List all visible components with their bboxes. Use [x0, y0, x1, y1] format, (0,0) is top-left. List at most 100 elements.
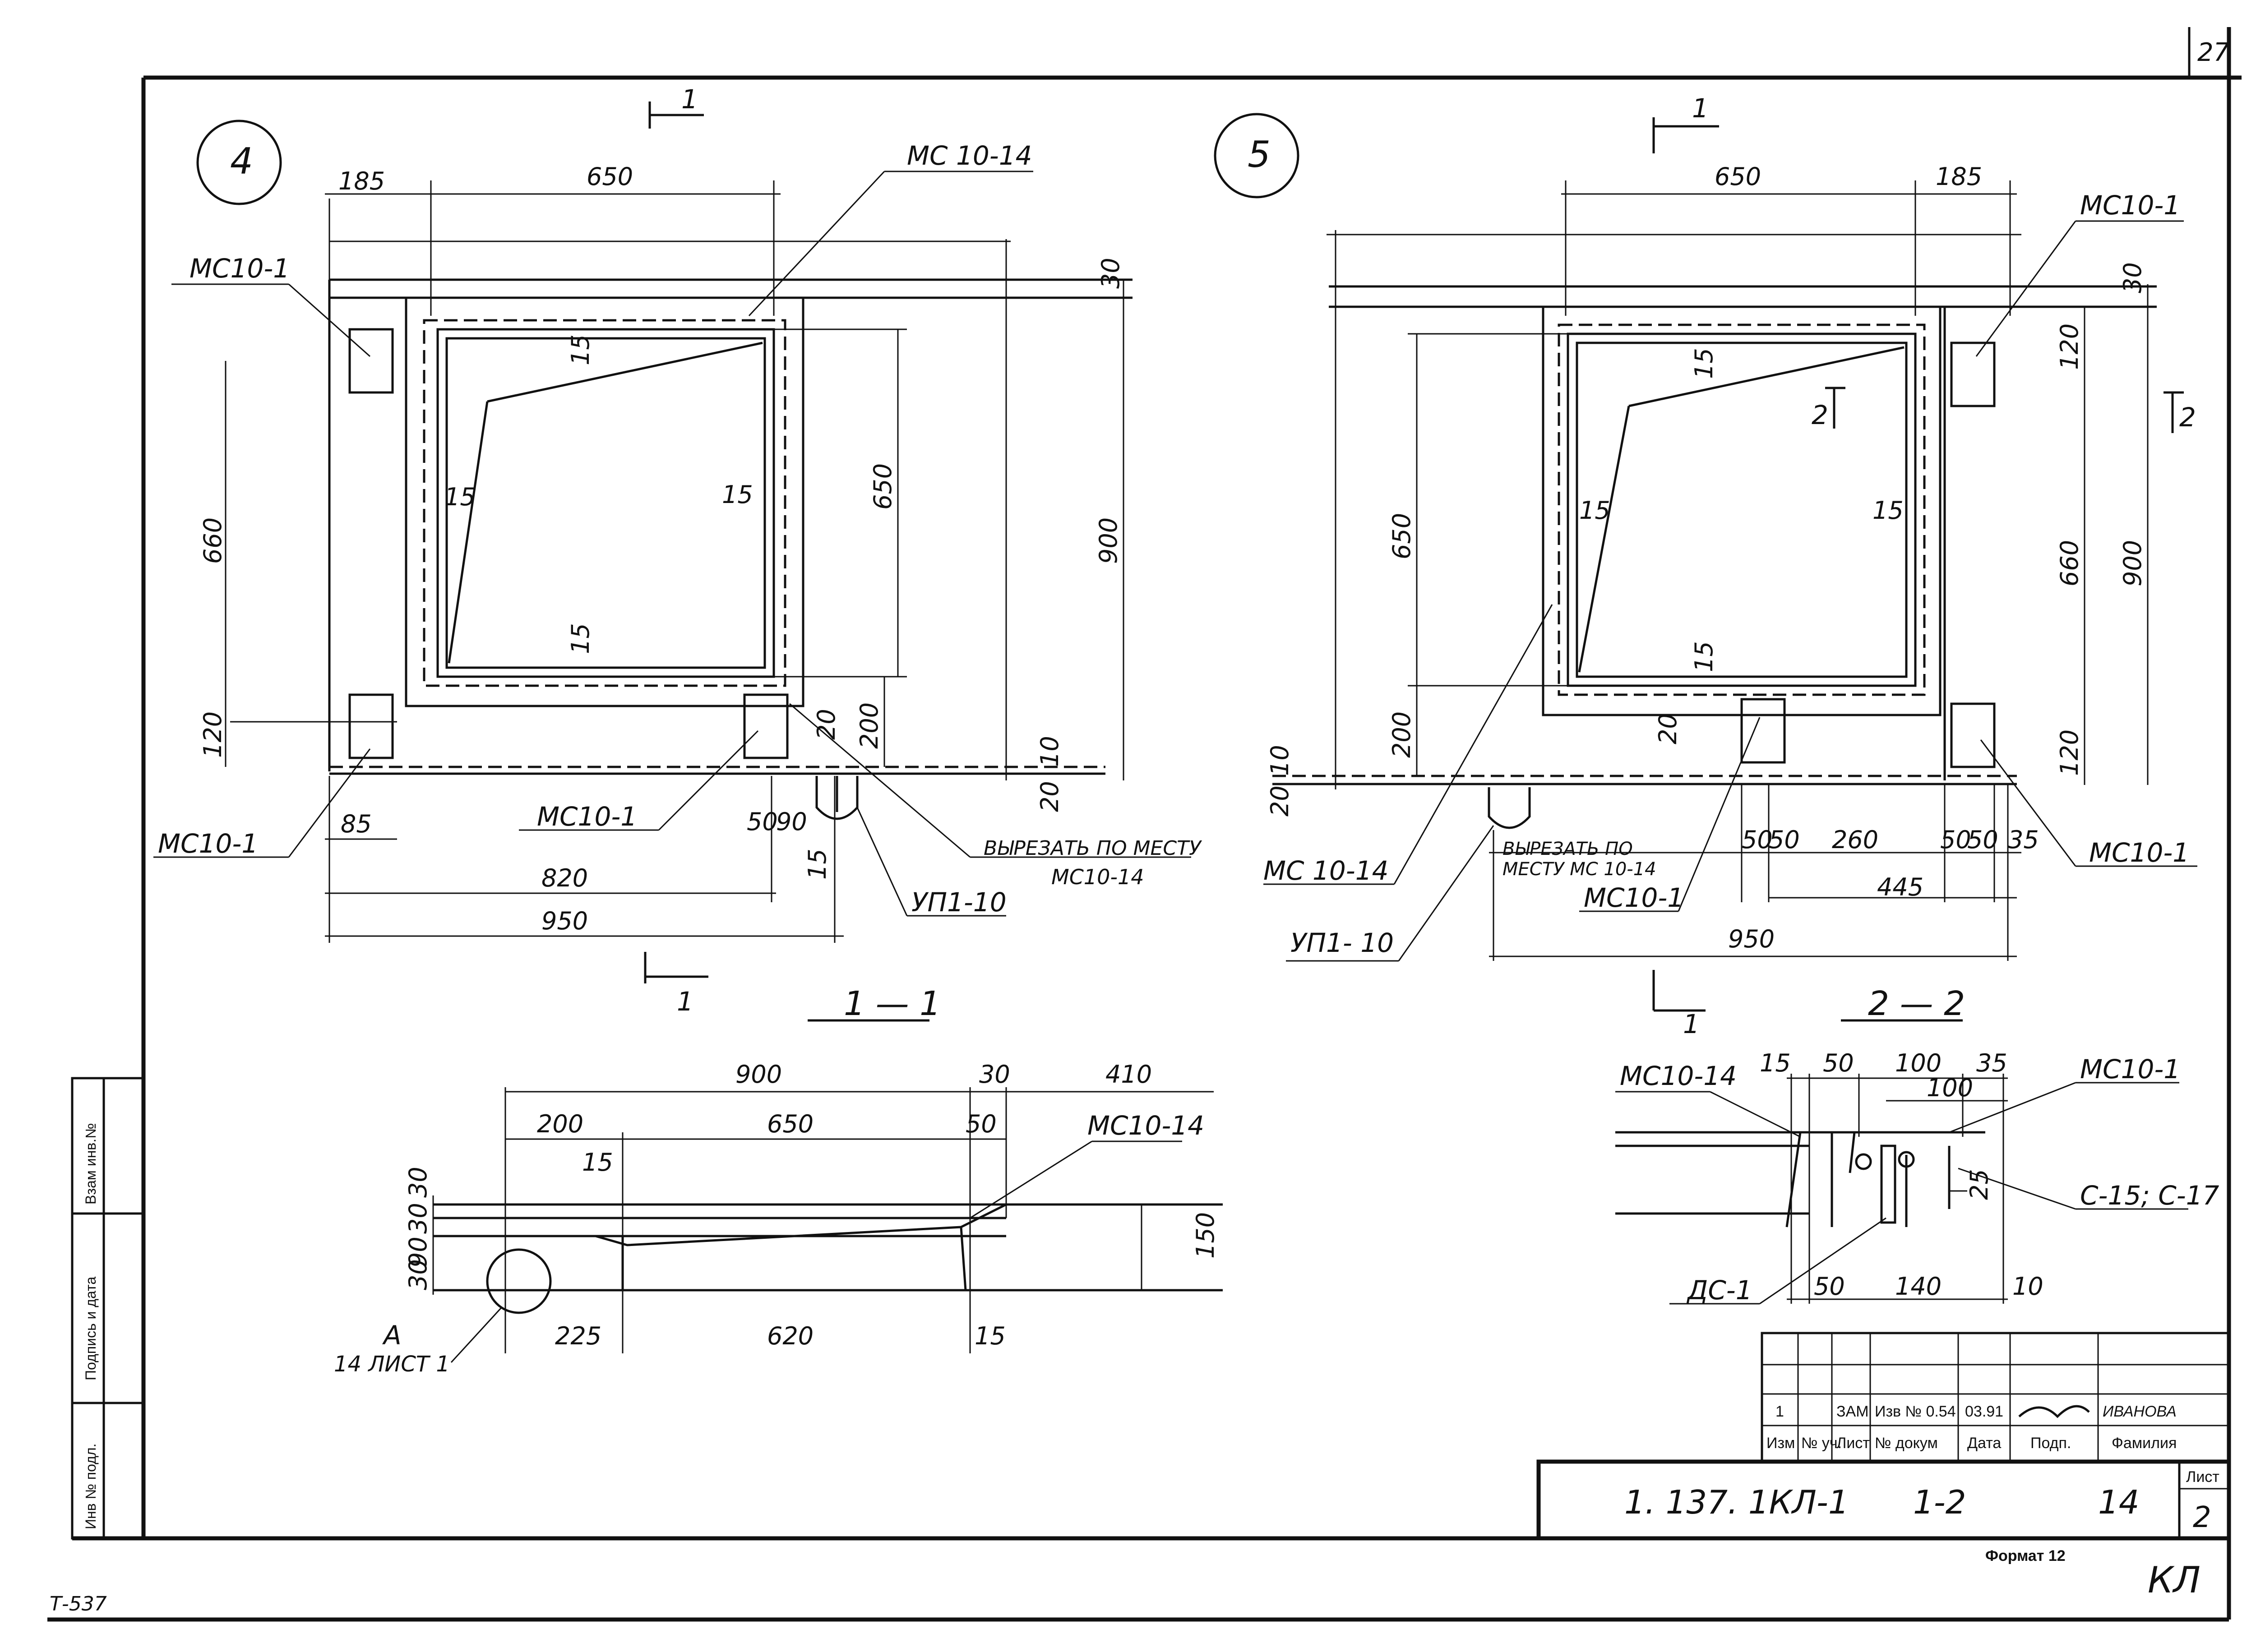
d4-label-mc10-14: МС 10-14	[907, 140, 1032, 171]
d4-label-mc10-1-a: МС10-1	[190, 253, 290, 284]
sheet-part: 1-2	[1913, 1483, 1966, 1521]
s22-label-c15: С-15; С-17	[2080, 1180, 2219, 1211]
d4-dim-200: 200	[855, 702, 883, 749]
d5-plate-right-top	[1950, 341, 1996, 407]
tb-row-5: 03.91	[1965, 1403, 2003, 1420]
d4-cut-top: 1	[681, 84, 698, 115]
d4-dim-15d: 15	[566, 623, 595, 654]
s11-dim-620: 620	[767, 1322, 814, 1350]
initials: КЛ	[2148, 1559, 2201, 1601]
d5-dim-185: 185	[1936, 162, 1982, 191]
d5-dim-35: 35	[2008, 826, 2039, 854]
d5-dim-30: 30	[2118, 262, 2147, 293]
s22-dim-35: 35	[1976, 1049, 2007, 1077]
d4-plate-left-top	[348, 328, 394, 394]
s11-label-ref-sheet: 14 ЛИСТ 1	[334, 1352, 450, 1377]
detail-4-marker	[196, 120, 282, 205]
side-stamp: Взам инв.№ Подпись и дата Инв № подл.	[71, 1077, 145, 1540]
s11-dim-15b: 15	[975, 1322, 1006, 1350]
s11-dim-30b: 30	[404, 1167, 432, 1198]
d5-cut-top: 1	[1692, 93, 1709, 124]
s11-dim-650: 650	[767, 1110, 814, 1138]
list-label: Лист	[2186, 1468, 2219, 1486]
d4-plate-left-bottom	[348, 693, 394, 759]
s11-dim-30d: 30	[404, 1259, 432, 1290]
tb-header-list: Лист	[1836, 1435, 1870, 1452]
s11-dim-30a: 30	[979, 1060, 1010, 1089]
tb-header-name: Фамилия	[2112, 1435, 2177, 1452]
inventory-stamp: Т-537	[50, 1592, 107, 1615]
d4-dim-660: 660	[199, 517, 227, 564]
d4-dim-30: 30	[1096, 258, 1125, 289]
d4-dim-15e: 15	[803, 849, 832, 880]
section-2-2: 2 — 2 15 50 100 35 100 25 50 140 10 МС10…	[1615, 984, 2219, 1306]
s11-dim-90a: 90	[404, 1237, 432, 1268]
d5-plate-right-bottom	[1950, 702, 1996, 768]
s11-dim-225: 225	[555, 1322, 601, 1350]
side-stamp-inventory: Инв № подл.	[83, 1444, 99, 1529]
s22-dim-25: 25	[1965, 1169, 1993, 1200]
s11-dim-200: 200	[537, 1110, 583, 1138]
tb-row-4: Изв № 0.54	[1875, 1403, 1956, 1420]
s22-label-mc10-1: МС10-1	[2080, 1054, 2180, 1084]
s22-label-mc10-14: МС10-14	[1620, 1061, 1737, 1091]
side-stamp-signature: Подпись и дата	[83, 1277, 99, 1380]
section-1-1: 1 — 1 900 30 410 200 650 50 15 30 30 90 …	[334, 984, 1223, 1377]
sheet-code: 1. 137. 1КЛ-1	[1624, 1483, 1849, 1521]
d4-dim-50: 50	[747, 808, 778, 836]
s22-dim-15: 15	[1760, 1049, 1791, 1077]
d4-plate-bottom	[743, 693, 789, 759]
s22-dim-100b: 100	[1927, 1074, 1973, 1102]
d5-dim-15b: 15	[1579, 496, 1610, 525]
s11-dim-50: 50	[966, 1110, 997, 1138]
d4-dim-15c: 15	[722, 480, 753, 509]
s11-dim-150: 150	[1191, 1212, 1220, 1259]
list-value: 2	[2193, 1501, 2211, 1534]
d4-dim-20b: 20	[1036, 781, 1064, 812]
detail-4: 4 1	[153, 84, 1202, 1017]
d5-section-mark-left: 2	[1812, 400, 1828, 430]
d4-dim-120: 120	[199, 711, 227, 758]
section-1-1-title: 1 — 1	[844, 984, 941, 1023]
tb-row-7: ИВАНОВА	[2103, 1403, 2177, 1420]
d5-dim-900: 900	[2118, 540, 2147, 586]
d5-dim-15d: 15	[1690, 641, 1718, 672]
d5-label-mc10-1-a: МС10-1	[2080, 190, 2180, 221]
d4-label-up: УП1-10	[911, 887, 1007, 918]
s11-dim-900: 900	[735, 1060, 782, 1089]
tb-header-date: Дата	[1967, 1435, 2001, 1452]
d5-label-cut-1: ВЫРЕЗАТЬ ПО	[1502, 839, 1633, 859]
d5-dim-650-top: 650	[1715, 162, 1761, 191]
detail-5: 5 1	[1214, 93, 2197, 1039]
d5-label-up: УП1- 10	[1290, 928, 1394, 958]
tb-header-izm: Изм	[1766, 1435, 1795, 1452]
d5-section-mark-right: 2	[2179, 402, 2196, 433]
detail-5-marker	[1214, 113, 1299, 198]
page-number: 27	[2197, 38, 2230, 67]
d5-dim-15c: 15	[1872, 496, 1904, 525]
tb-header-sign: Подп.	[2030, 1435, 2071, 1452]
d5-dim-120b: 120	[2055, 729, 2084, 776]
s22-dim-140: 140	[1895, 1272, 1942, 1301]
section-1-1-ref-circle	[486, 1248, 552, 1314]
s11-dim-15a: 15	[582, 1148, 613, 1177]
d4-dim-90: 90	[776, 808, 807, 836]
s11-label-ref-a: А	[382, 1320, 402, 1351]
d4-dim-650-v: 650	[869, 463, 897, 510]
d5-dim-20b: 20	[1654, 713, 1682, 744]
d5-label-mc10-1-b: МС10-1	[2089, 837, 2189, 868]
d5-dim-50d: 50	[1967, 826, 1998, 854]
d5-dim-20: 20	[1266, 785, 1294, 817]
d4-dim-820: 820	[541, 864, 588, 892]
d5-dim-15a: 15	[1690, 348, 1718, 379]
signature-mark	[2018, 1405, 2090, 1418]
d5-label-mc10-1-c: МС10-1	[1584, 882, 1684, 913]
d5-dim-10: 10	[1266, 745, 1294, 776]
d4-dim-185: 185	[338, 167, 385, 195]
sheet-frame	[47, 27, 2242, 1622]
format-label: Формат 12	[1985, 1547, 2066, 1564]
d4-cut-bottom: 1	[677, 986, 693, 1017]
d4-label-mc10-1-c: МС10-1	[158, 828, 258, 859]
tb-header-doc: № докум	[1875, 1435, 1938, 1452]
